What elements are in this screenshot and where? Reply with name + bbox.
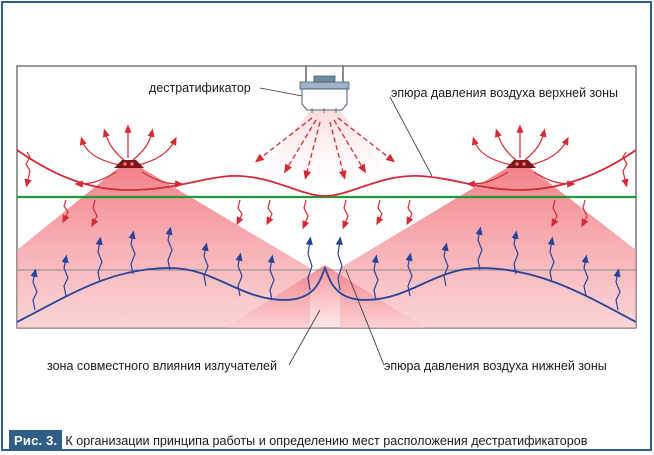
destratifier-airflow-arrows	[254, 117, 396, 180]
combined-zone-leader	[288, 309, 321, 366]
combined-influence-zone	[225, 265, 425, 328]
combined-influence-zone-label: зона совместного влияния излучателей	[47, 359, 277, 373]
upper-zone-pressure-curve	[16, 149, 637, 197]
destratifier-label: дестратификатор	[149, 81, 251, 95]
upper-zone-pressure-label: эпюра давления воздуха верхней зоны	[391, 86, 618, 100]
lower-zone-pressure-label: эпюра давления воздуха нижней зоны	[384, 359, 607, 373]
destratifier-airflow	[240, 108, 410, 200]
figure-caption: Рис. 3. К организации принципа работы и …	[3, 428, 651, 453]
destratifier-unit-icon	[299, 66, 350, 113]
heater-left-radiant-arrows	[74, 124, 184, 188]
lower-zone-pressure-curve	[16, 266, 637, 323]
lower-zone-arrows	[30, 226, 621, 311]
figure-number-badge: Рис. 3.	[9, 430, 63, 451]
heater-right-radiant-arrows	[466, 124, 576, 188]
lower-zone-leader	[345, 269, 385, 366]
figure-caption-text: К организации принципа работы и определе…	[65, 433, 588, 448]
destratifier-leader	[259, 87, 303, 97]
heater-right-icon	[506, 160, 536, 168]
upper-zone-arrows	[24, 151, 629, 230]
upper-zone-leader	[389, 96, 433, 177]
heater-left-icon	[114, 160, 144, 168]
